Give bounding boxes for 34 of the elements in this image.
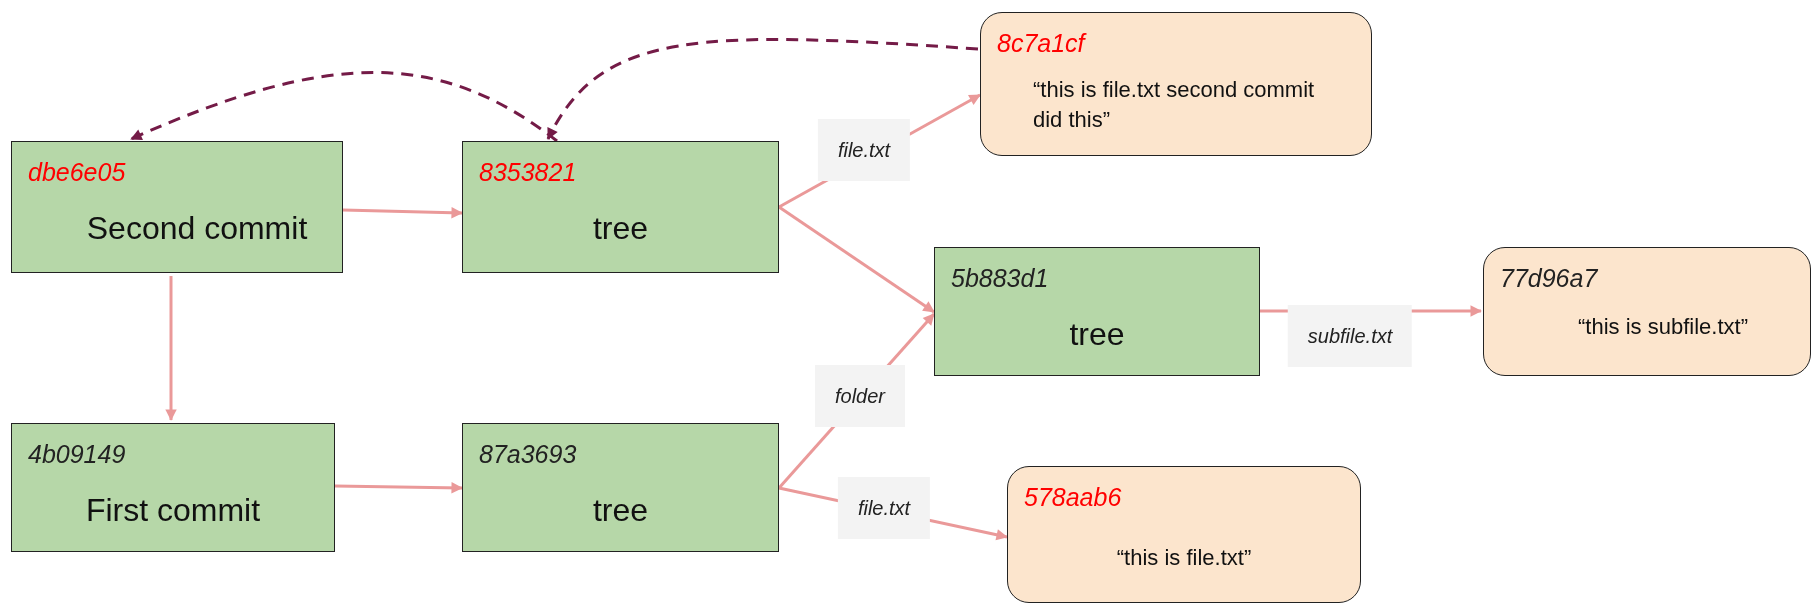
arrow	[165, 276, 177, 421]
object-text: tree	[591, 208, 650, 248]
hash-label: 87a3693	[478, 439, 578, 470]
edge-label: file.txt	[817, 119, 911, 181]
hash-label: 5b883d1	[950, 263, 1050, 294]
object-text: tree	[591, 490, 650, 530]
object-text: “this is file.txt”	[1115, 543, 1253, 572]
object-box	[934, 247, 1260, 376]
hash-label: 8c7a1cf	[996, 28, 1088, 59]
hash-label: 8353821	[478, 157, 578, 188]
object-text: “this is subfile.txt”	[1577, 312, 1749, 341]
object-box	[462, 423, 779, 552]
blob-box	[1483, 247, 1811, 376]
dashed-arrow	[130, 71, 558, 143]
dashed-arrow	[546, 38, 979, 140]
arrow	[334, 482, 463, 494]
edge-label: folder	[815, 365, 905, 427]
object-text: First commit	[84, 490, 262, 530]
blob-box	[1007, 466, 1361, 603]
object-text: “this is file.txt second commit did this”	[1032, 75, 1316, 134]
arrow	[778, 205, 935, 314]
arrow	[342, 207, 463, 219]
object-box	[462, 141, 779, 273]
edge-label: file.txt	[837, 477, 931, 539]
hash-label: dbe6e05	[27, 157, 127, 188]
edge-label: subfile.txt	[1287, 305, 1413, 367]
hash-label: 4b09149	[27, 439, 127, 470]
object-text: tree	[1068, 314, 1126, 354]
blob-box	[980, 12, 1372, 156]
object-text: Second commit	[85, 208, 309, 248]
object-box	[11, 423, 335, 552]
hash-label: 77d96a7	[1499, 263, 1599, 294]
object-box	[11, 141, 343, 273]
hash-label: 578aab6	[1023, 482, 1123, 513]
